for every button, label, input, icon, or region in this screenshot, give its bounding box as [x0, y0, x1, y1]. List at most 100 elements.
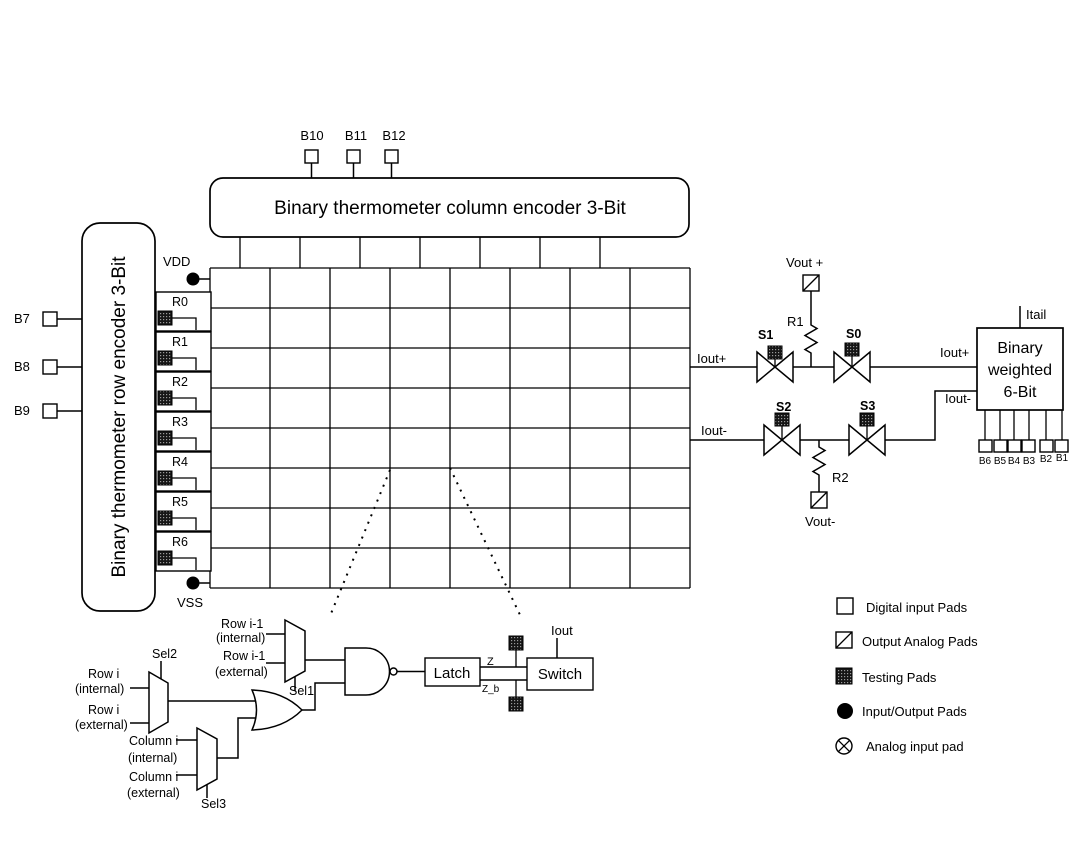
- latch-box: [424, 657, 481, 687]
- r1-label: R1: [787, 314, 804, 329]
- switch-s0: S0: [833, 327, 871, 384]
- sel3-label: Sel3: [201, 797, 226, 811]
- zoom-callout-line-left: [329, 469, 391, 617]
- s0-switch-icon: [850, 350, 871, 384]
- switch-s1: S1: [756, 328, 794, 384]
- s2-switch-icon: [780, 423, 801, 457]
- column-encoder-stubs: [239, 237, 601, 268]
- b7-digital-pad-icon: [42, 311, 58, 327]
- sel1-label: Sel1: [289, 684, 314, 698]
- vss-node: VSS: [177, 576, 210, 610]
- or-gate-icon: [250, 689, 304, 731]
- z-zb-wires: [480, 666, 527, 681]
- row-encoder-title: Binary thermometer row encoder 3-Bit: [109, 256, 130, 578]
- output-analog-pad-slash: [835, 631, 853, 649]
- b6-label: B6: [979, 456, 992, 467]
- s3-switch-icon: [865, 423, 886, 457]
- iout-minus-right-label: Iout-: [945, 391, 971, 406]
- row-tap-wire: [172, 397, 197, 410]
- row-tap-wire: [172, 557, 197, 570]
- cell-switch-box: [526, 657, 594, 691]
- iout-plus-left-label: Iout+: [697, 351, 726, 366]
- b11-digital-pad-icon: [346, 149, 361, 164]
- latch-label: Latch: [434, 665, 471, 682]
- b8-label: B8: [14, 359, 30, 374]
- row-tap-wire: [172, 477, 197, 490]
- vout-plus-pad-slash: [802, 274, 820, 292]
- zb-testing-pad-icon: [508, 696, 524, 712]
- legend-item-testing-pads: Testing Pads: [835, 667, 937, 685]
- b5-label: B5: [994, 456, 1007, 467]
- s3-label: S3: [860, 399, 875, 413]
- switch-s3: S3: [848, 399, 886, 457]
- legend-label: Output Analog Pads: [862, 634, 978, 649]
- column-encoder-box: [209, 177, 690, 238]
- mux-row-i-1: Row i-1 (internal) Row i-1 (external) Se…: [215, 617, 314, 698]
- mux-column-i-icon: [196, 726, 218, 792]
- legend-item-analog-input-pad: Analog input pad: [835, 737, 964, 755]
- input-output-pad-icon: [837, 703, 853, 719]
- nand-gate-icon: [344, 647, 391, 696]
- b10-b12-stubs: [310, 163, 393, 178]
- testing-pad-icon: [157, 510, 173, 526]
- analog-input-pad-cross: [837, 739, 851, 753]
- iout-plus-right-label: Iout+: [940, 345, 969, 360]
- cell-detail-circuit: Sel2 Row i (internal) Row i (external) R…: [75, 617, 594, 811]
- b6-digital-pad-icon: [978, 439, 993, 453]
- binary-weighted-title-line3: 6-Bit: [1004, 384, 1037, 401]
- b4-digital-pad-icon: [1007, 439, 1022, 453]
- vss-label: VSS: [177, 595, 203, 610]
- row-tap-r4: R4: [155, 451, 212, 492]
- row-tap-r3: R3: [155, 411, 212, 452]
- r2-label: R2: [832, 470, 849, 485]
- switch-s2: S2: [763, 400, 801, 457]
- s1-switch-icon: [773, 350, 794, 384]
- row-i-1-external-label-l1: Row i-1: [223, 649, 265, 663]
- legend: Digital input Pads Output Analog Pads Te…: [835, 597, 978, 755]
- switch-matrix: [209, 237, 691, 589]
- s3-testing-pad-icon: [859, 412, 875, 427]
- mux-col-output-wire: [217, 717, 258, 759]
- column-bit-inputs: B10 B11 B12: [300, 128, 406, 178]
- b9-label: B9: [14, 403, 30, 418]
- testing-pad-icon: [157, 350, 173, 366]
- binary-weighted-block: Itail Binary weighted 6-Bit B6 B5 B4 B3 …: [976, 306, 1069, 467]
- s2-testing-pad-icon: [774, 412, 790, 427]
- row-i-external-label-l2: (external): [75, 718, 128, 732]
- row-i-1-external-label-l2: (external): [215, 665, 268, 679]
- mux-row-i-1-icon: [284, 618, 306, 684]
- s2-label: S2: [776, 400, 791, 414]
- r1-resistor: [803, 291, 819, 367]
- row-tap-r1: R1: [155, 331, 212, 372]
- b2-label: B2: [1040, 454, 1053, 465]
- binary-weighted-box: [976, 327, 1064, 411]
- s0-label: S0: [846, 327, 861, 341]
- binary-weighted-title-line2: weighted: [987, 362, 1052, 379]
- row-encoder-block: Binary thermometer row encoder 3-Bit: [81, 222, 156, 612]
- row-tap-r6: R6: [155, 531, 212, 572]
- row-line-label: R1: [172, 335, 188, 349]
- nand-bubble-icon: [389, 667, 398, 676]
- column-encoder-title: Binary thermometer column encoder 3-Bit: [274, 198, 626, 219]
- iout-minus-wire: [690, 390, 977, 441]
- legend-label: Digital input Pads: [866, 600, 968, 615]
- s1-switch-icon: [756, 350, 777, 384]
- s1-label: S1: [758, 328, 773, 342]
- cell-iout-label: Iout: [551, 623, 573, 638]
- z-label: Z: [487, 656, 494, 668]
- zb-label: Z_b: [482, 684, 500, 695]
- testing-pad-icon: [157, 430, 173, 446]
- row-tap-r2: R2: [155, 371, 212, 412]
- column-encoder-block: Binary thermometer column encoder 3-Bit: [209, 177, 690, 238]
- cell-switch-label: Switch: [538, 666, 582, 683]
- b9-digital-pad-icon: [42, 403, 58, 419]
- b12-label: B12: [382, 128, 405, 143]
- b7-label: B7: [14, 311, 30, 326]
- row-line-label: R6: [172, 535, 188, 549]
- iout-minus-left-label: Iout-: [701, 423, 727, 438]
- testing-pad-icon: [157, 390, 173, 406]
- row-i-internal-label-l2: (internal): [75, 682, 124, 696]
- vout-minus-label: Vout-: [805, 514, 835, 529]
- s0-switch-icon: [833, 350, 854, 384]
